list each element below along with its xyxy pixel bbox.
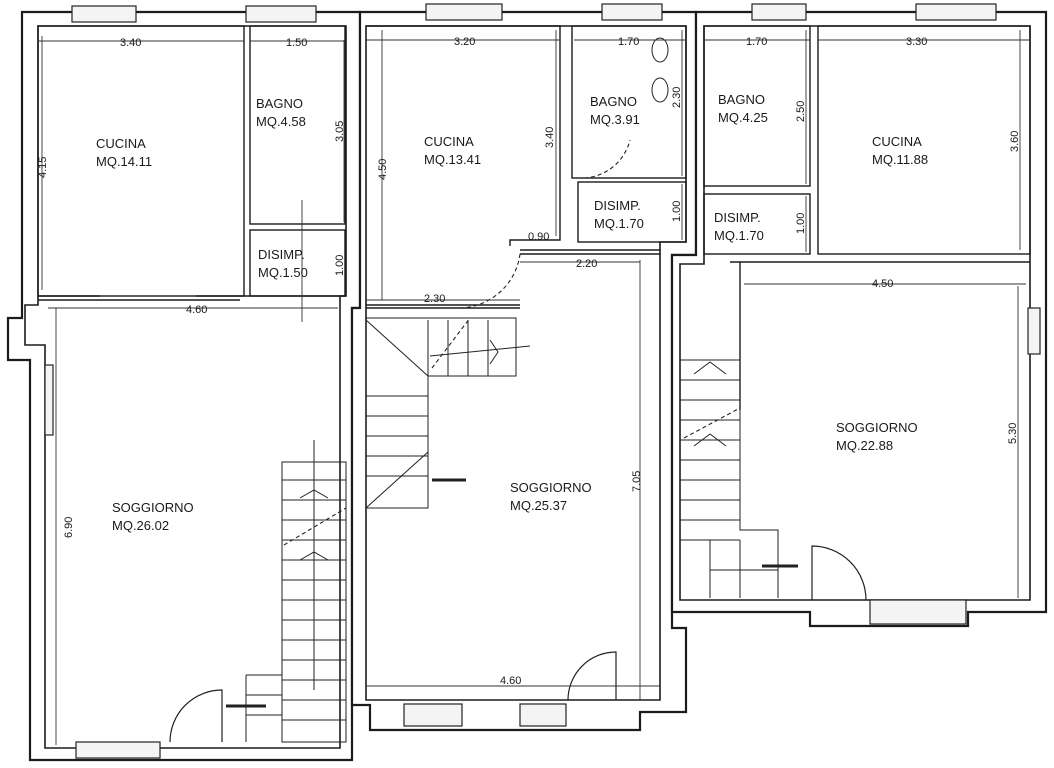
unit-3-window-2 — [915, 3, 997, 21]
unit-1-inner-wall — [24, 25, 347, 749]
unit-2-window-4 — [519, 703, 567, 727]
unit-3-window-4 — [869, 599, 967, 625]
unit-3-disimp-area: MQ.1.70 — [714, 228, 764, 243]
unit-2-disimp-area: MQ.1.70 — [594, 216, 644, 231]
unit-1: CUCINA MQ.14.11 BAGNO MQ.4.58 DISIMP. MQ… — [6, 5, 362, 762]
unit-1-disimp-area: MQ.1.50 — [258, 265, 308, 280]
dim-text: 1.70 — [746, 36, 767, 48]
dim-text: 0.90 — [528, 231, 549, 243]
unit-3-bagno-area: MQ.4.25 — [718, 110, 768, 125]
dim-text: 4.60 — [500, 675, 521, 687]
unit-2-window-2 — [601, 3, 663, 21]
unit-3-outer-wall — [670, 10, 1048, 628]
unit-2-outer-wall — [350, 10, 698, 732]
dim-text: 7.05 — [631, 471, 643, 492]
unit-2-cucina-area: MQ.13.41 — [424, 152, 481, 167]
unit-2-entrance-door — [567, 651, 617, 701]
dim-text: 1.00 — [795, 213, 807, 234]
unit-2-cucina-name: CUCINA — [424, 134, 474, 149]
dim-text: 2.50 — [795, 101, 807, 122]
unit-3-cucina-name: CUCINA — [872, 134, 922, 149]
unit-2-bagno-area: MQ.3.91 — [590, 112, 640, 127]
dim-text: 1.70 — [618, 36, 639, 48]
toilet-icon — [651, 37, 669, 63]
unit-3-bagno-name: BAGNO — [718, 92, 765, 107]
unit-1-bagno-area: MQ.4.58 — [256, 114, 306, 129]
unit-2-bagno-name: BAGNO — [590, 94, 637, 109]
dim-text: 5.30 — [1007, 423, 1019, 444]
unit-2-cucina-wall — [366, 25, 561, 246]
dim-text: 3.40 — [544, 127, 556, 148]
unit-1-stair — [226, 440, 347, 743]
unit-1-window-3 — [75, 741, 161, 759]
unit-2-bagno-door — [583, 139, 631, 179]
unit-3-stair — [680, 359, 798, 598]
unit-3-soggiorno-area: MQ.22.88 — [836, 438, 893, 453]
unit-2-disimp-wall — [577, 181, 687, 243]
dim-text: 4.60 — [186, 304, 207, 316]
unit-1-bagno-wall — [249, 25, 346, 225]
unit-1-outer-wall — [6, 10, 362, 762]
dim-text: 2.30 — [671, 87, 683, 108]
dim-text: 1.00 — [334, 255, 346, 276]
dim-text: 1.50 — [286, 37, 307, 49]
unit-1-cucina-name: CUCINA — [96, 136, 146, 151]
unit-1-cucina-area: MQ.14.11 — [96, 154, 152, 169]
unit-3-disimp-name: DISIMP. — [714, 210, 761, 225]
dim-text: 3.40 — [120, 37, 141, 49]
unit-1-window-2 — [245, 5, 317, 23]
unit-3-cucina-wall — [817, 25, 1031, 255]
unit-3: BAGNO MQ.4.25 CUCINA MQ.11.88 DISIMP. MQ… — [670, 3, 1048, 628]
dim-text: 3.30 — [906, 36, 927, 48]
unit-2-bagno-wall — [571, 25, 687, 179]
unit-3-disimp-wall — [703, 193, 811, 255]
unit-2-stair — [365, 317, 531, 509]
unit-3-window-3 — [1027, 307, 1041, 355]
dim-text: 3.05 — [334, 121, 346, 142]
unit-2-window-3 — [403, 703, 463, 727]
dim-text: 2.20 — [576, 258, 597, 270]
unit-1-disimp-name: DISIMP. — [258, 247, 305, 262]
unit-2-soggiorno-name: SOGGIORNO — [510, 480, 592, 495]
dim-text: 3.20 — [454, 36, 475, 48]
unit-2-soggiorno-area: MQ.25.37 — [510, 498, 567, 513]
dim-text: 2.30 — [424, 293, 445, 305]
unit-1-window-1 — [71, 5, 137, 23]
dim-text: 6.90 — [63, 517, 75, 538]
unit-3-window-1 — [751, 3, 807, 21]
dim-text: 4.15 — [37, 157, 49, 178]
unit-3-cucina-area: MQ.11.88 — [872, 152, 928, 167]
dim-text: 1.00 — [671, 201, 683, 222]
unit-2-window-1 — [425, 3, 503, 21]
unit-2: CUCINA MQ.13.41 BAGNO MQ.3.91 DISIMP. MQ… — [350, 3, 698, 732]
unit-3-bagno-wall — [703, 25, 811, 187]
unit-2-disimp-name: DISIMP. — [594, 198, 641, 213]
dim-text: 4.50 — [377, 159, 389, 180]
unit-1-soggiorno-area: MQ.26.02 — [112, 518, 169, 533]
unit-1-entrance-door — [169, 689, 223, 743]
unit-1-soggiorno-name: SOGGIORNO — [112, 500, 194, 515]
unit-1-window-4 — [44, 364, 54, 436]
bidet-icon — [651, 77, 669, 103]
dim-text: 4.50 — [872, 278, 893, 290]
unit-2-cucina-door — [457, 253, 521, 309]
dim-text: 3.60 — [1009, 131, 1021, 152]
unit-1-cucina-wall — [37, 25, 245, 297]
unit-1-bagno-name: BAGNO — [256, 96, 303, 111]
unit-3-entrance-door — [811, 545, 867, 601]
unit-3-soggiorno-name: SOGGIORNO — [836, 420, 918, 435]
